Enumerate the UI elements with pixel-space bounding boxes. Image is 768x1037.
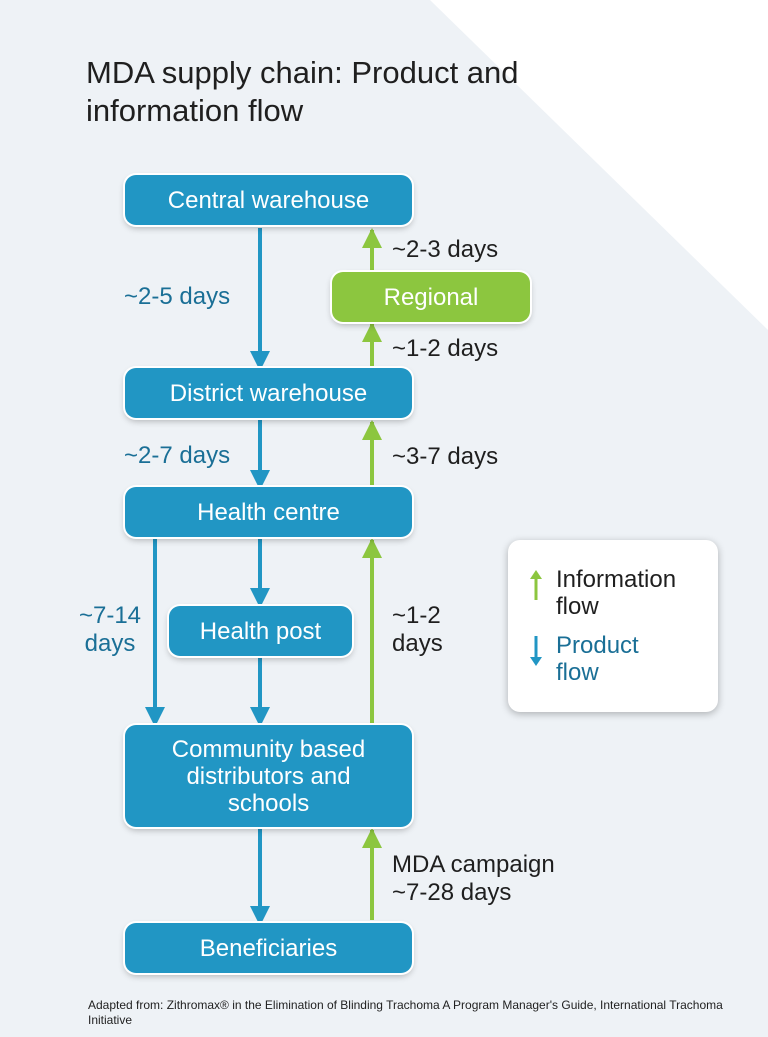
- node-beneficiaries: Beneficiaries: [125, 923, 412, 973]
- label-health-centre-to-district: ~3-7 days: [392, 443, 499, 470]
- label-district-to-health-centre: ~2-7 days: [124, 442, 231, 469]
- legend-information: Information flow: [556, 566, 677, 620]
- page-title: MDA supply chain: Product and informatio…: [86, 55, 519, 128]
- label-community-to-health-centre: ~1-2 days: [392, 602, 443, 657]
- node-health-centre: Health centre: [125, 487, 412, 537]
- node-district-warehouse: District warehouse: [125, 368, 412, 418]
- node-regional: Regional: [332, 272, 530, 322]
- legend: Information flow Product flow: [508, 540, 718, 712]
- node-central-warehouse: Central warehouse: [125, 175, 412, 225]
- label-district-to-regional: ~1-2 days: [392, 335, 499, 362]
- source-footnote: Adapted from: Zithromax® in the Eliminat…: [88, 998, 723, 1027]
- node-health-post: Health post: [169, 606, 352, 656]
- node-community: Community based distributors and schools: [125, 725, 412, 827]
- legend-product-arrow-icon: [530, 636, 542, 666]
- legend-information-arrow-icon: [530, 570, 542, 600]
- legend-product: Product flow: [556, 632, 639, 686]
- label-regional-to-central: ~2-3 days: [392, 236, 499, 263]
- label-health-centre-to-community: ~7-14 days: [78, 602, 142, 657]
- label-beneficiaries-to-community: MDA campaign ~7-28 days: [392, 851, 555, 906]
- label-central-to-district: ~2-5 days: [124, 283, 231, 310]
